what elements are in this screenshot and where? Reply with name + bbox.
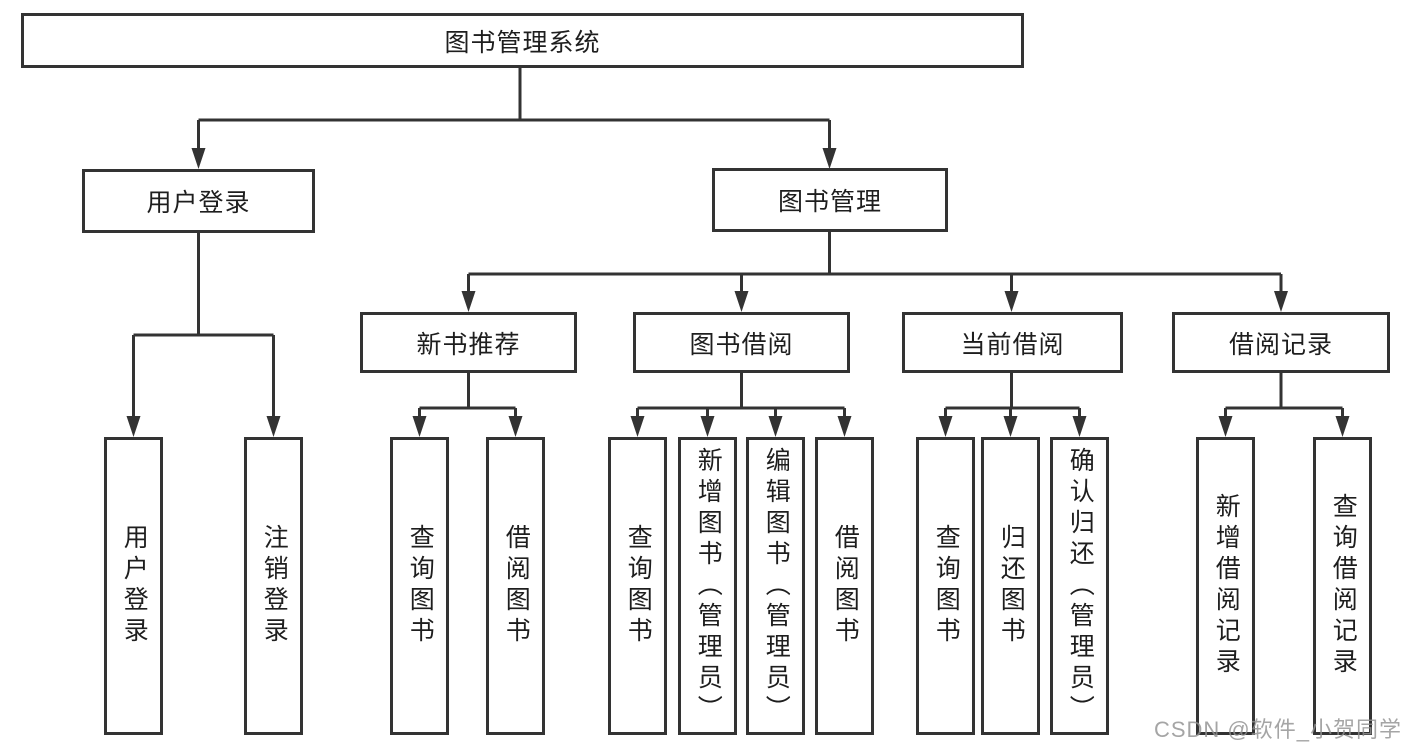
leaf-recommend-borrow-books-label: 借阅图书 <box>502 524 531 648</box>
csdn-watermark: CSDN @软件_小贺同学 <box>1153 717 1402 742</box>
leaf-records-add-record: 新增借阅记录 <box>1196 437 1255 735</box>
leaf-user-login-label: 用户登录 <box>120 524 149 648</box>
leaf-current-query-books: 查询图书 <box>916 437 975 735</box>
node-current-borrowing: 当前借阅 <box>902 312 1123 373</box>
leaf-borrowing-edit-books-admin-label: 编辑图书（管理员） <box>762 446 791 726</box>
node-book-borrowing: 图书借阅 <box>633 312 850 373</box>
leaf-borrowing-borrow-books-label: 借阅图书 <box>831 524 860 648</box>
leaf-recommend-query-books-label: 查询图书 <box>406 524 435 648</box>
leaf-current-return-books-label: 归还图书 <box>997 524 1026 648</box>
leaf-records-add-record-label: 新增借阅记录 <box>1212 493 1241 679</box>
leaf-recommend-query-books: 查询图书 <box>390 437 449 735</box>
leaf-records-query-record: 查询借阅记录 <box>1313 437 1372 735</box>
leaf-borrowing-query-books-label: 查询图书 <box>624 524 653 648</box>
node-book-management: 图书管理 <box>712 168 948 232</box>
leaf-current-return-books: 归还图书 <box>981 437 1040 735</box>
leaf-current-confirm-return-admin: 确认归还（管理员） <box>1050 437 1109 735</box>
leaf-borrowing-borrow-books: 借阅图书 <box>815 437 874 735</box>
leaf-borrowing-add-books-admin-label: 新增图书（管理员） <box>694 446 723 726</box>
leaf-user-login: 用户登录 <box>104 437 163 735</box>
leaf-logout: 注销登录 <box>244 437 303 735</box>
leaf-current-confirm-return-admin-label: 确认归还（管理员） <box>1066 446 1095 726</box>
node-new-book-recommend: 新书推荐 <box>360 312 577 373</box>
leaf-borrowing-edit-books-admin: 编辑图书（管理员） <box>746 437 805 735</box>
leaf-records-query-record-label: 查询借阅记录 <box>1329 493 1358 679</box>
leaf-borrowing-add-books-admin: 新增图书（管理员） <box>678 437 737 735</box>
leaf-recommend-borrow-books: 借阅图书 <box>486 437 545 735</box>
node-borrowing-records: 借阅记录 <box>1172 312 1390 373</box>
leaf-current-query-books-label: 查询图书 <box>932 524 961 648</box>
node-root-library-system: 图书管理系统 <box>21 13 1024 68</box>
node-user-login: 用户登录 <box>82 169 315 233</box>
leaf-borrowing-query-books: 查询图书 <box>608 437 667 735</box>
leaf-logout-label: 注销登录 <box>260 524 289 648</box>
